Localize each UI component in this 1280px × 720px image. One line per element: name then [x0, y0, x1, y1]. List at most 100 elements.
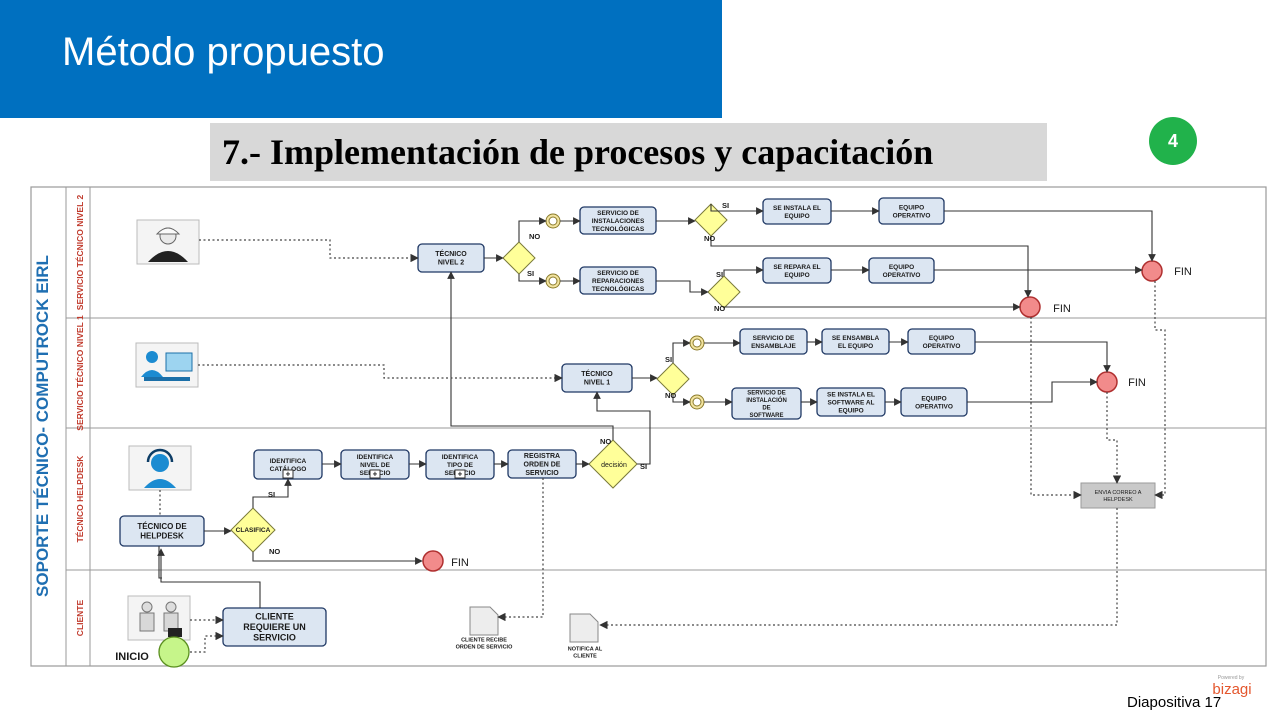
flow-line — [157, 548, 261, 608]
task-label: CATÁLOGO — [270, 464, 307, 473]
timer-event-inner — [692, 397, 702, 407]
task-label: SE ENSAMBLA — [832, 335, 880, 342]
dotted-flow — [190, 631, 224, 653]
step-badge: 4 — [1149, 117, 1197, 165]
actor-head — [146, 351, 158, 363]
flow-line — [518, 274, 547, 285]
slide-number: Diapositiva 17 — [1127, 694, 1222, 711]
start-event-icon — [158, 636, 190, 668]
task-label: EL EQUIPO — [838, 343, 873, 350]
task-label: EQUIPO — [899, 204, 924, 211]
dotted-flow — [199, 239, 419, 263]
flow-line — [252, 552, 423, 565]
task-label: HELPDESK — [1103, 497, 1133, 503]
monitor-shape — [165, 352, 193, 372]
flow-line — [593, 391, 651, 465]
lane-label: SERVICIO TÉCNICO NIVEL 2 — [75, 195, 85, 311]
actor-body — [148, 251, 188, 262]
flow-condition-label: SI — [527, 269, 534, 278]
gateway-label: CLASIFICA — [236, 527, 271, 534]
subprocess-plus: + — [286, 470, 291, 479]
document-icon — [569, 613, 599, 643]
task-label: SERVICIO — [253, 633, 296, 643]
gateway-decision — [588, 439, 638, 489]
flow-line — [975, 341, 1111, 373]
actor-body — [141, 370, 163, 377]
task-label: INSTALACIÓN — [746, 396, 787, 404]
task-label: TÉCNICO — [581, 369, 613, 378]
subprocess-icon — [369, 469, 381, 479]
flow-line — [672, 339, 691, 363]
task-label: EQUIPO — [929, 335, 954, 342]
dotted-flow — [198, 364, 563, 383]
timer-event-inner — [548, 276, 558, 286]
task-label: IDENTIFICA — [442, 454, 479, 461]
task-label: OPERATIVO — [915, 403, 953, 410]
task-label: EQUIPO — [784, 213, 809, 220]
dotted-flow — [497, 478, 544, 622]
flow-condition-label: SI — [722, 201, 729, 210]
task-label: HELPDESK — [140, 532, 184, 541]
task-label: TIPO DE — [447, 462, 474, 469]
task-label: REGISTRA — [524, 453, 560, 460]
brand-caption: Powered by — [1218, 675, 1245, 681]
document-label: CLIENTE RECIBE — [461, 637, 507, 643]
end-label: FIN — [1053, 303, 1071, 315]
flow-line — [672, 395, 691, 406]
task-label: NIVEL 2 — [438, 260, 464, 267]
document-label: CLIENTE — [573, 653, 597, 659]
handshake-icon — [127, 595, 191, 641]
dotted-flow — [1154, 281, 1166, 500]
flow-line — [710, 236, 1032, 298]
flow-condition-label: NO — [704, 234, 715, 243]
flow-condition-label: SI — [268, 490, 275, 499]
end-event-icon — [422, 550, 444, 572]
task-label: SERVICIO DE — [597, 210, 639, 217]
task-label: OPERATIVO — [923, 343, 961, 350]
actor-head — [141, 601, 153, 613]
lane-label: SERVICIO TÉCNICO NIVEL 1 — [75, 315, 85, 431]
subprocess-plus: + — [458, 470, 463, 479]
timer-event-inner — [692, 338, 702, 348]
subtitle-box: 7.- Implementación de procesos y capacit… — [210, 123, 1047, 181]
flow-condition-label: SI — [665, 355, 672, 364]
flow-line — [252, 478, 292, 508]
subprocess-icon — [454, 469, 466, 479]
flow-condition-label: NO — [529, 232, 540, 241]
end-event-icon — [1096, 371, 1118, 393]
timer-event-inner — [548, 216, 558, 226]
task-label: EQUIPO — [889, 264, 914, 271]
task-label: TÉCNICO — [435, 249, 467, 258]
task-label: TECNOLÓGICAS — [592, 224, 645, 233]
lane-label: TÉCNICO HELPDESK — [75, 455, 85, 543]
task-label: TÉCNICO DE — [137, 522, 187, 531]
task-label: IDENTIFICA — [270, 458, 307, 465]
lane-label: CLIENTE — [75, 599, 85, 636]
flow-condition-label: NO — [600, 437, 611, 446]
actor-head — [165, 601, 177, 613]
slide-title: Método propuesto — [62, 30, 385, 74]
task-label: SERVICIO DE — [597, 270, 639, 277]
task-label: REQUIERE UN — [243, 622, 306, 632]
briefcase-shape — [168, 628, 182, 637]
task-label: OPERATIVO — [883, 272, 921, 279]
slide-subtitle: 7.- Implementación de procesos y capacit… — [222, 132, 934, 172]
task-label: CLIENTE — [255, 612, 294, 622]
task-label: ENVIA CORREO A — [1095, 490, 1142, 496]
header-band — [0, 0, 722, 118]
dotted-flow — [1106, 392, 1122, 484]
flow-condition-label: SI — [640, 462, 647, 471]
task-label: SERVICIO — [525, 470, 559, 477]
flow-condition-label: SI — [716, 270, 723, 279]
desk-shape — [144, 377, 190, 381]
task-label: SE INSTALA EL — [827, 391, 875, 398]
flow-line — [447, 271, 614, 440]
task-label: INSTALACIONES — [592, 218, 645, 225]
flow-line — [967, 378, 1098, 403]
document-label: NOTIFICA AL — [568, 646, 603, 652]
document-icon — [469, 606, 499, 636]
end-event-icon — [1141, 260, 1163, 282]
brand-logo: bizagi — [1212, 681, 1251, 698]
pool-title: SOPORTE TÉCNICO- COMPUTROCK EIRL — [33, 255, 52, 597]
gateway-label: decisión — [601, 462, 627, 469]
